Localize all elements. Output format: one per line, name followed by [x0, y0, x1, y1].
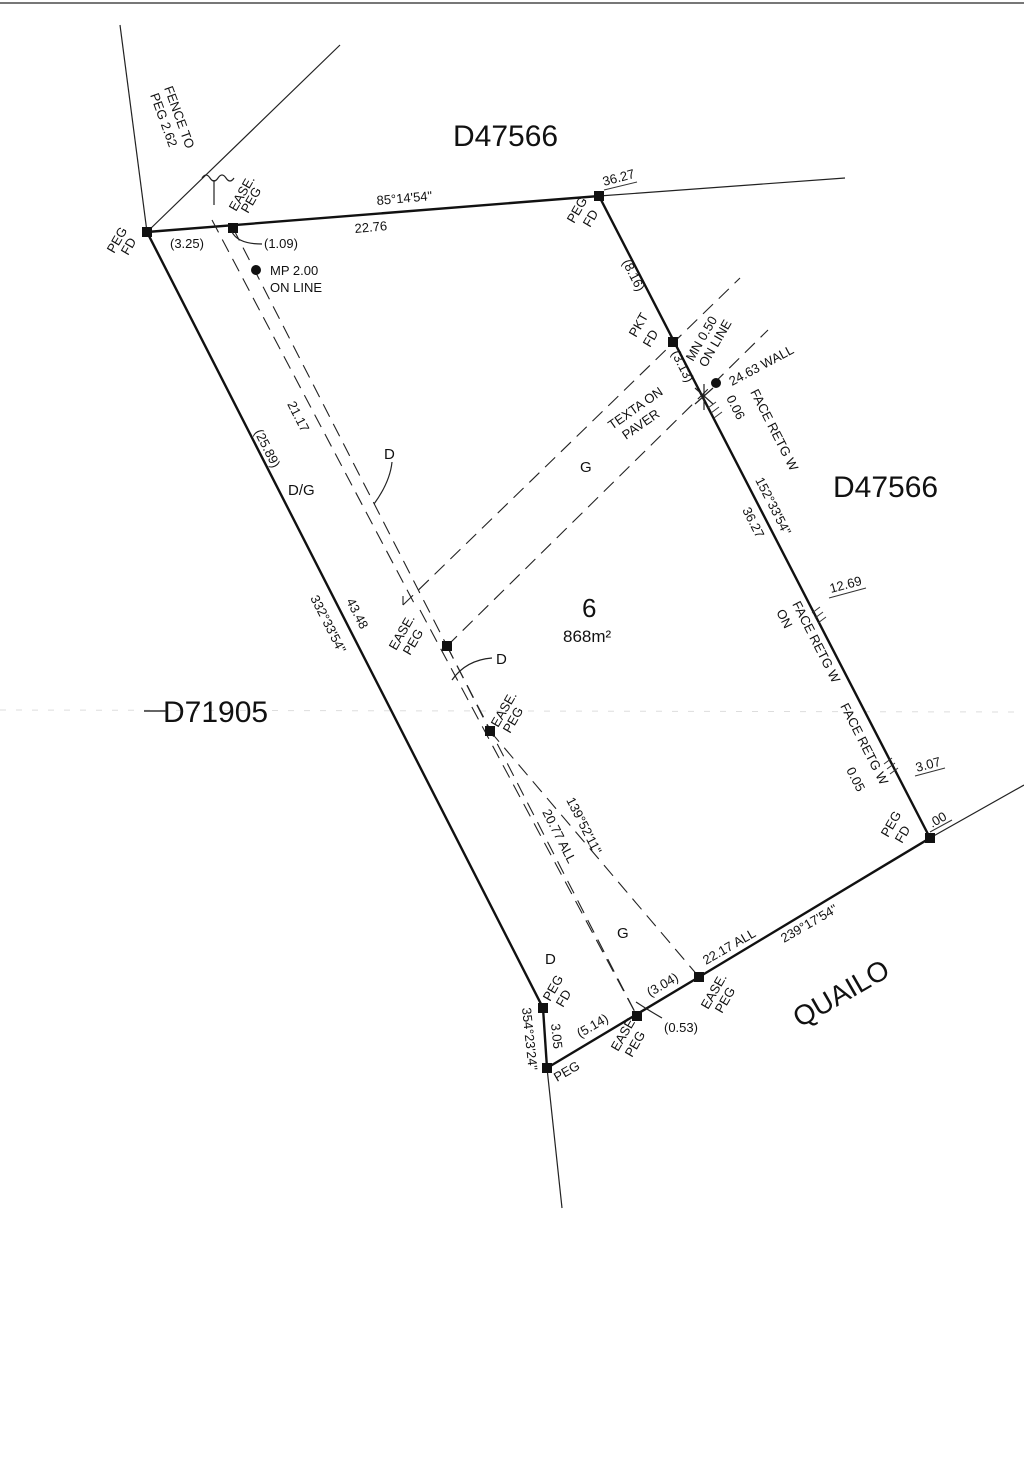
north-west-extension-line	[146, 44, 341, 233]
parcel-west-label: D71905	[163, 696, 268, 729]
peg-nw	[142, 227, 152, 237]
fold-line	[0, 709, 1024, 713]
peg-ease-road-2	[632, 1011, 642, 1021]
peg-sw-fd	[538, 1003, 548, 1013]
dim-3627-underline	[603, 181, 638, 191]
dim-053: (0.53)	[664, 1020, 698, 1035]
parcel-north-label: D47566	[453, 120, 558, 153]
dg-label: D/G	[288, 482, 315, 499]
d-label-1: D	[384, 446, 395, 463]
dim-109: (1.09)	[264, 236, 298, 251]
dim-325: (3.25)	[170, 236, 204, 251]
lot-area: 868m²	[563, 627, 612, 646]
arrow-d2	[451, 657, 493, 681]
peg-pkt	[668, 337, 678, 347]
g-label-1: G	[580, 459, 592, 476]
parcel-east-label: D47566	[833, 471, 938, 504]
arrow-d1	[373, 461, 393, 505]
south-extension-line	[546, 1067, 563, 1209]
mp-marker	[251, 265, 261, 275]
wall-hatch	[707, 401, 899, 775]
north-east-extension-line	[598, 177, 846, 197]
south-east-extension-line	[929, 784, 1024, 839]
peg-ease-mid	[442, 641, 452, 651]
mp-label-l2: ON LINE	[270, 280, 322, 295]
dim-307-underline	[914, 767, 946, 777]
sw-bearing: 354°23'24"	[519, 1007, 541, 1072]
peg-se	[925, 833, 935, 843]
g-label-2: G	[617, 925, 629, 942]
north-bearing: 85°14'54"	[376, 188, 433, 208]
d-label-2: D	[496, 651, 507, 668]
lot-number: 6	[582, 593, 596, 623]
peg-ease-road	[694, 972, 704, 982]
west-extension-line	[119, 24, 148, 233]
mp-label-l1: MP 2.00	[270, 263, 318, 278]
peg-markers	[142, 191, 935, 1073]
arrow-109	[231, 231, 263, 245]
peg-sw	[542, 1063, 552, 1073]
d-label-3: D	[545, 951, 556, 968]
sw-distance: 3.05	[548, 1023, 566, 1050]
peg-ease-lower	[485, 726, 495, 736]
texta-cross-icon	[694, 384, 714, 410]
dim-00-underline	[929, 819, 953, 833]
peg-ease-north	[228, 223, 238, 233]
arrow-053	[635, 1001, 663, 1019]
dim-1269-underline	[828, 587, 867, 599]
mn-marker	[711, 378, 721, 388]
dim-307: 3.07	[914, 754, 942, 775]
north-distance: 22.76	[354, 218, 388, 236]
fence-symbol	[201, 174, 235, 182]
peg-ne	[594, 191, 604, 201]
